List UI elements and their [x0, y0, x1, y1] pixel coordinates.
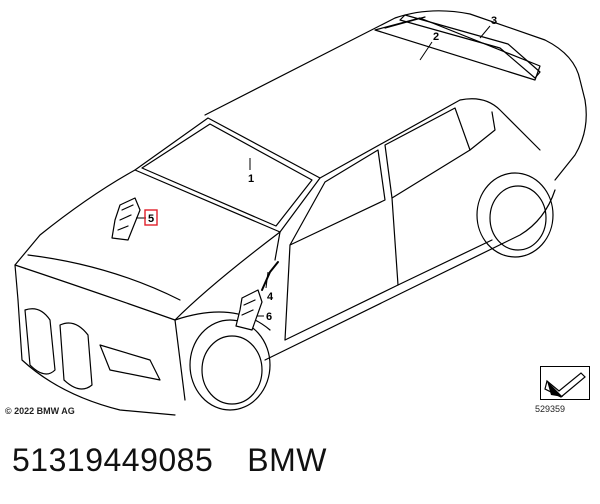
callout-3: 3 — [491, 15, 497, 27]
callout-2: 2 — [433, 31, 439, 43]
windshield-seal — [141, 123, 313, 227]
kidney-grille-left — [24, 308, 56, 375]
car-parts-diagram: 1 2 3 4 5 6 — [14, 10, 587, 416]
rear-trim-strip — [399, 14, 541, 79]
kidney-grille-right — [59, 322, 93, 390]
part-number: 51319449085 — [12, 442, 214, 478]
windshield-outline — [134, 117, 321, 233]
rear-window — [374, 17, 541, 81]
callout-5-highlight-box — [144, 209, 158, 226]
navigation-box[interactable] — [540, 366, 590, 400]
rear-side-window — [384, 107, 471, 199]
front-wheel — [189, 319, 271, 411]
callout-1: 1 — [248, 173, 254, 185]
brand-name: BMW — [247, 442, 327, 478]
diagram-code: 529359 — [535, 404, 566, 414]
callout-5: 5 — [148, 213, 154, 225]
hood-bracket-left — [111, 197, 141, 241]
copyright-notice: © 2022 BMW AG — [5, 406, 75, 416]
hood-bracket-right — [235, 289, 263, 331]
hood-outline — [14, 169, 136, 301]
cable-part — [261, 261, 279, 291]
rear-wheel — [476, 172, 554, 258]
arrow-icon — [544, 372, 586, 398]
front-side-window — [289, 149, 386, 246]
trunk-outline — [554, 99, 587, 181]
callout-4: 4 — [267, 291, 274, 303]
part-info: 51319449085 BMW — [12, 442, 327, 479]
roof-outline — [204, 10, 586, 116]
callout-6: 6 — [266, 311, 272, 323]
front-bumper — [17, 299, 176, 416]
